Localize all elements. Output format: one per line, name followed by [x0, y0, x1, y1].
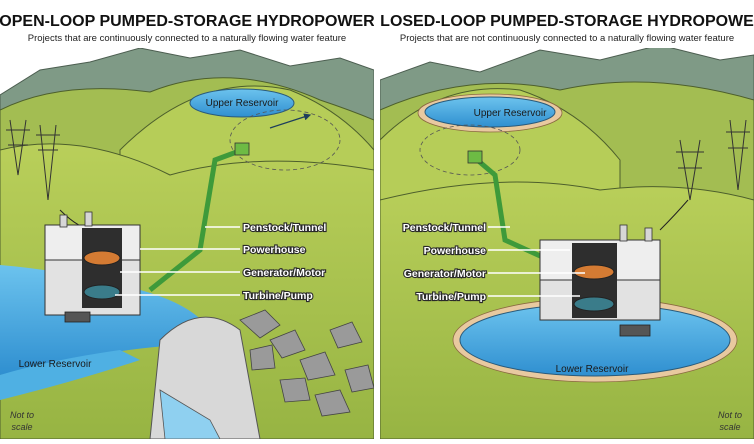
powerhouse [539, 224, 661, 321]
intake-box [234, 142, 250, 156]
powerhouse-label: Powerhouse [243, 244, 306, 256]
penstock-label: Penstock/Tunnel [243, 222, 326, 234]
transmission-tower [659, 119, 750, 231]
turbine-label: Turbine/Pump [243, 290, 313, 302]
upper-reservoir-water [424, 96, 556, 128]
scale-note-line2: scale [719, 422, 740, 432]
leader-lines [115, 226, 240, 296]
penstock-label: Penstock/Tunnel [403, 222, 486, 234]
turbine-label: Turbine/Pump [416, 291, 486, 303]
lower-reservoir-label: Lower Reservoir [19, 359, 92, 370]
upper-reservoir-label: Upper Reservoir [206, 98, 279, 109]
flow-arrow [269, 113, 312, 129]
generator [573, 264, 615, 280]
scale-note-line2: scale [11, 422, 32, 432]
turbine [573, 296, 615, 312]
generator-label: Generator/Motor [243, 267, 325, 279]
right-subtitle: Projects that are not continuously conne… [400, 33, 734, 44]
outlet-pipe [619, 324, 651, 337]
powerhouse-label: Powerhouse [424, 245, 487, 257]
upper-reservoir-water [189, 88, 295, 118]
dashed-circle [419, 124, 521, 176]
panel-divider [374, 0, 380, 439]
spillway [159, 389, 221, 439]
rock-pile [239, 309, 374, 417]
turbine [83, 284, 121, 300]
lower-reservoir-label: Lower Reservoir [556, 364, 629, 375]
outlet-pipe [64, 311, 91, 323]
dashed-circle [229, 109, 341, 171]
open-loop-panel: Upper Reservoir Lower Reservoir [0, 0, 375, 439]
closed-loop-panel: Upper Reservoir Lower Reservoir [369, 0, 754, 439]
generator [83, 250, 121, 266]
upper-reservoir-label: Upper Reservoir [474, 108, 547, 119]
powerhouse [44, 211, 141, 316]
intake-box [467, 150, 483, 164]
scale-note-line1: Not to [718, 410, 742, 420]
left-subtitle: Projects that are continuously connected… [28, 33, 346, 44]
right-title: CLOSED-LOOP PUMPED-STORAGE HYDROPOWER [369, 13, 754, 30]
leader-lines [488, 226, 585, 297]
penstock-tunnel [148, 147, 243, 292]
scale-note-line1: Not to [10, 410, 34, 420]
generator-label: Generator/Motor [404, 268, 486, 280]
penstock-tunnel [473, 156, 562, 268]
river [0, 350, 140, 400]
left-title: OPEN-LOOP PUMPED-STORAGE HYDROPOWER [0, 13, 375, 30]
